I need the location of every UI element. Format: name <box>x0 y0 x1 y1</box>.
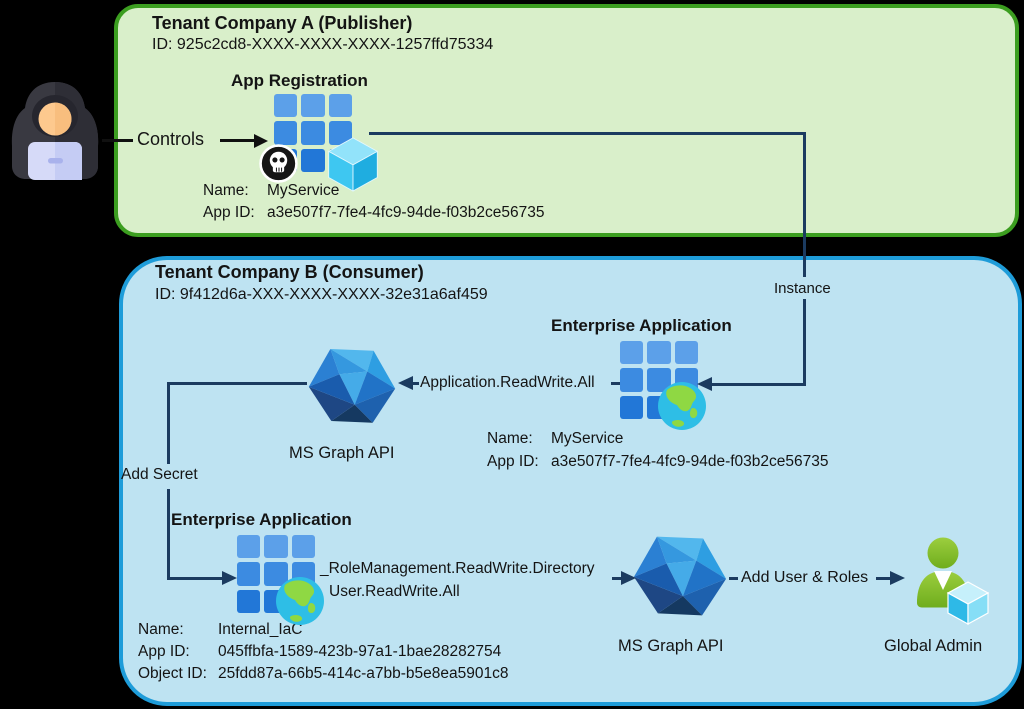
instance-arrowhead <box>697 377 712 391</box>
app-registration-title: App Registration <box>231 71 368 90</box>
enterprise-app-2-globe-icon <box>275 576 325 626</box>
enterprise-app-1-name-value: MyService <box>551 430 624 447</box>
role-permission-arrowhead <box>621 571 636 585</box>
enterprise-app-2-objectid-row: Object ID: 25fdd87a-66b5-414c-a7bb-b5e8ea… <box>138 665 508 683</box>
instance-line-vert-upper <box>803 132 806 277</box>
app-permission-dash-left <box>411 382 419 385</box>
cube-icon <box>326 136 380 192</box>
instance-line-vert-lower <box>803 299 806 386</box>
hacker-icon <box>8 78 102 184</box>
app-reg-name-label: Name: <box>203 182 249 199</box>
global-admin-label: Global Admin <box>884 637 983 655</box>
ms-graph-api-1-icon <box>307 341 397 429</box>
app-permission-label: Application.ReadWrite.All <box>420 374 595 391</box>
add-secret-line-vert-lower <box>167 489 170 580</box>
add-secret-line-top <box>167 382 307 385</box>
enterprise-app-1-appid-row: App ID: a3e507f7-7fe4-4fc9-94de-f03b2ce56… <box>487 453 829 471</box>
tenant-a-id: ID: 925c2cd8-XXXX-XXXX-XXXX-1257ffd75334 <box>152 36 494 53</box>
enterprise-app-1-name-row: Name: MyService <box>487 430 623 448</box>
tenant-b-title: Tenant Company B (Consumer) <box>155 262 424 282</box>
ms-graph-api-1-label: MS Graph API <box>289 444 395 462</box>
global-admin-icon <box>910 536 990 626</box>
enterprise-app-2-objectid-label: Object ID: <box>138 665 207 682</box>
add-user-roles-arrowhead <box>890 571 905 585</box>
app-reg-appid-label: App ID: <box>203 204 255 221</box>
role-permission-line2: User.ReadWrite.All <box>329 583 460 600</box>
app-reg-appid-row: App ID: a3e507f7-7fe4-4fc9-94de-f03b2ce56… <box>203 204 545 222</box>
tenant-b-id: ID: 9f412d6a-XXX-XXXX-XXXX-32e31a6af459 <box>155 286 488 303</box>
enterprise-app-1-appid-value: a3e507f7-7fe4-4fc9-94de-f03b2ce56735 <box>551 453 829 470</box>
add-user-roles-dash-left <box>729 577 738 580</box>
add-secret-arrowhead <box>222 571 237 585</box>
enterprise-app-2-appid-row: App ID: 045ffbfa-1589-423b-97a1-1bae28282… <box>138 643 501 661</box>
enterprise-app-2-appid-value: 045ffbfa-1589-423b-97a1-1bae28282754 <box>218 643 502 660</box>
enterprise-app-1-appid-label: App ID: <box>487 453 539 470</box>
controls-line-left <box>102 139 133 142</box>
app-reg-appid-value: a3e507f7-7fe4-4fc9-94de-f03b2ce56735 <box>267 204 545 221</box>
role-permission-dash <box>612 577 622 580</box>
enterprise-app-2-name-value: Internal_IaC <box>218 621 303 638</box>
add-secret-label: Add Secret <box>121 466 198 483</box>
enterprise-app-1-name-label: Name: <box>487 430 533 447</box>
controls-arrowhead <box>254 133 268 148</box>
app-permission-dash-right <box>611 382 620 385</box>
add-user-roles-label: Add User & Roles <box>741 569 869 586</box>
ms-graph-api-2-label: MS Graph API <box>618 637 724 655</box>
instance-line-top <box>369 132 806 135</box>
controls-label: Controls <box>137 129 205 149</box>
add-user-roles-dash-right <box>876 577 891 580</box>
tenant-a-title: Tenant Company A (Publisher) <box>152 13 413 33</box>
enterprise-app-2-title: Enterprise Application <box>171 510 352 529</box>
instance-line-bottom <box>712 383 804 386</box>
add-secret-line-vert-upper <box>167 382 170 464</box>
enterprise-app-2-name-label: Name: <box>138 621 184 638</box>
enterprise-app-2-objectid-value: 25fdd87a-66b5-414c-a7bb-b5e8ea5901c8 <box>218 665 509 682</box>
tenant-b-box <box>119 256 1022 706</box>
role-permission-line1: _RoleManagement.ReadWrite.Directory <box>320 560 595 577</box>
controls-line-right <box>220 139 254 142</box>
enterprise-app-2-name-row: Name: Internal_IaC <box>138 621 302 639</box>
enterprise-app-1-globe-icon <box>657 381 707 431</box>
add-secret-line-bottom <box>167 577 223 580</box>
app-permission-arrowhead <box>398 376 413 390</box>
app-reg-name-value: MyService <box>267 182 340 199</box>
tenant-a-box <box>114 4 1019 237</box>
app-reg-name-row: Name: MyService <box>203 182 339 200</box>
ms-graph-api-2-icon <box>632 528 728 622</box>
instance-label: Instance <box>774 280 831 297</box>
enterprise-app-2-appid-label: App ID: <box>138 643 190 660</box>
enterprise-app-1-title: Enterprise Application <box>551 316 732 335</box>
skull-icon <box>258 143 299 184</box>
